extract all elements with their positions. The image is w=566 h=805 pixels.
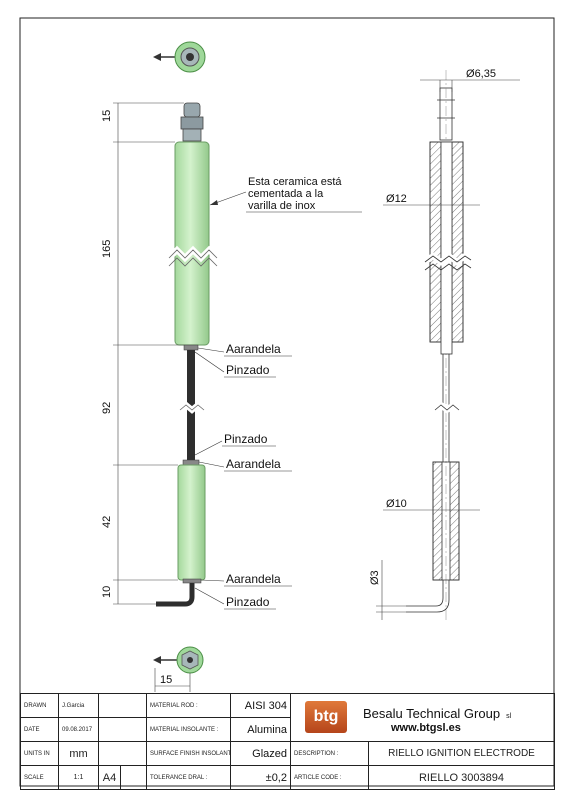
dim-15-bottom: 15 — [160, 674, 172, 686]
label-aarandela-1: Aarandela — [226, 342, 281, 356]
units-value: mm — [58, 741, 99, 766]
dim-phi-6-35: Ø6,35 — [466, 68, 496, 80]
left-dimensions — [113, 102, 184, 605]
lower-ceramic — [177, 464, 206, 581]
dim-phi-10: Ø10 — [386, 498, 407, 510]
dim-phi-12: Ø12 — [386, 193, 407, 205]
label-pinzado-1: Pinzado — [226, 363, 270, 377]
material-rod-label: MATERIAL ROD : — [146, 693, 231, 718]
company-suffix: sl — [506, 713, 512, 720]
sheet-size: A4 — [98, 765, 121, 790]
terminal-nut — [183, 102, 201, 118]
scale-value: 1:1 — [58, 765, 99, 790]
dim-phi-3: Ø3 — [369, 570, 381, 585]
dim-42: 42 — [101, 516, 113, 528]
date-value: 09.08.2017 — [58, 717, 99, 742]
label-aarandela-2: Aarandela — [226, 457, 281, 471]
surface-finish-value: Glazed — [230, 741, 291, 766]
ceramic-note — [209, 191, 362, 213]
drawn-label: DRAWN — [20, 693, 59, 718]
upper-ceramic — [174, 141, 210, 346]
note-ceramic-line3: varilla de inox — [248, 200, 316, 212]
material-insulator-label: MATERIAL INSOLANTE : — [146, 717, 231, 742]
title-block: DRAWN J.Garcia MATERIAL ROD : AISI 304 b… — [20, 693, 555, 790]
drawn-value: J.Garcia — [58, 693, 99, 718]
company-block: btg Besalu Technical Group sl www.btgsl.e… — [290, 693, 555, 742]
surface-finish-label: SURFACE FINISH INSOLANTE : — [146, 741, 231, 766]
section-dimensions — [376, 79, 520, 620]
label-pinzado-2: Pinzado — [224, 432, 268, 446]
description-label: DESCRIPTION : — [290, 741, 369, 766]
section-view — [406, 70, 473, 620]
company-website: www.btgsl.es — [391, 722, 461, 734]
scale-label: SCALE — [20, 765, 59, 790]
material-rod-value: AISI 304 — [230, 693, 291, 718]
note-ceramic-line1: Esta ceramica está — [248, 176, 342, 188]
company-name: Besalu Technical Group — [363, 706, 501, 721]
description-value: RIELLO IGNITION ELECTRODE — [368, 741, 555, 766]
top-end-view — [153, 41, 206, 73]
dim-10: 10 — [101, 586, 113, 598]
units-label: UNITS IN — [20, 741, 59, 766]
bent-tip — [156, 583, 195, 607]
bottom-end-view — [153, 646, 204, 692]
label-pinzado-3: Pinzado — [226, 595, 270, 609]
electrode-elevation — [156, 102, 220, 607]
note-ceramic-line2: cementada a la — [248, 188, 324, 200]
material-insulator-value: Alumina — [230, 717, 291, 742]
article-code-value: RIELLO 3003894 — [368, 765, 555, 790]
article-code-label: ARTICLE CODE : — [290, 765, 369, 790]
dim-92: 92 — [101, 402, 113, 414]
dim-15-top: 15 — [101, 110, 113, 122]
label-aarandela-3: Aarandela — [226, 572, 281, 586]
tolerance-label: TOLERANCE DRAL : — [146, 765, 231, 790]
leaders — [194, 347, 292, 610]
dim-165: 165 — [101, 240, 113, 258]
tolerance-value: ±0,2 — [230, 765, 291, 790]
date-label: DATE — [20, 717, 59, 742]
btg-logo: btg — [305, 701, 347, 733]
